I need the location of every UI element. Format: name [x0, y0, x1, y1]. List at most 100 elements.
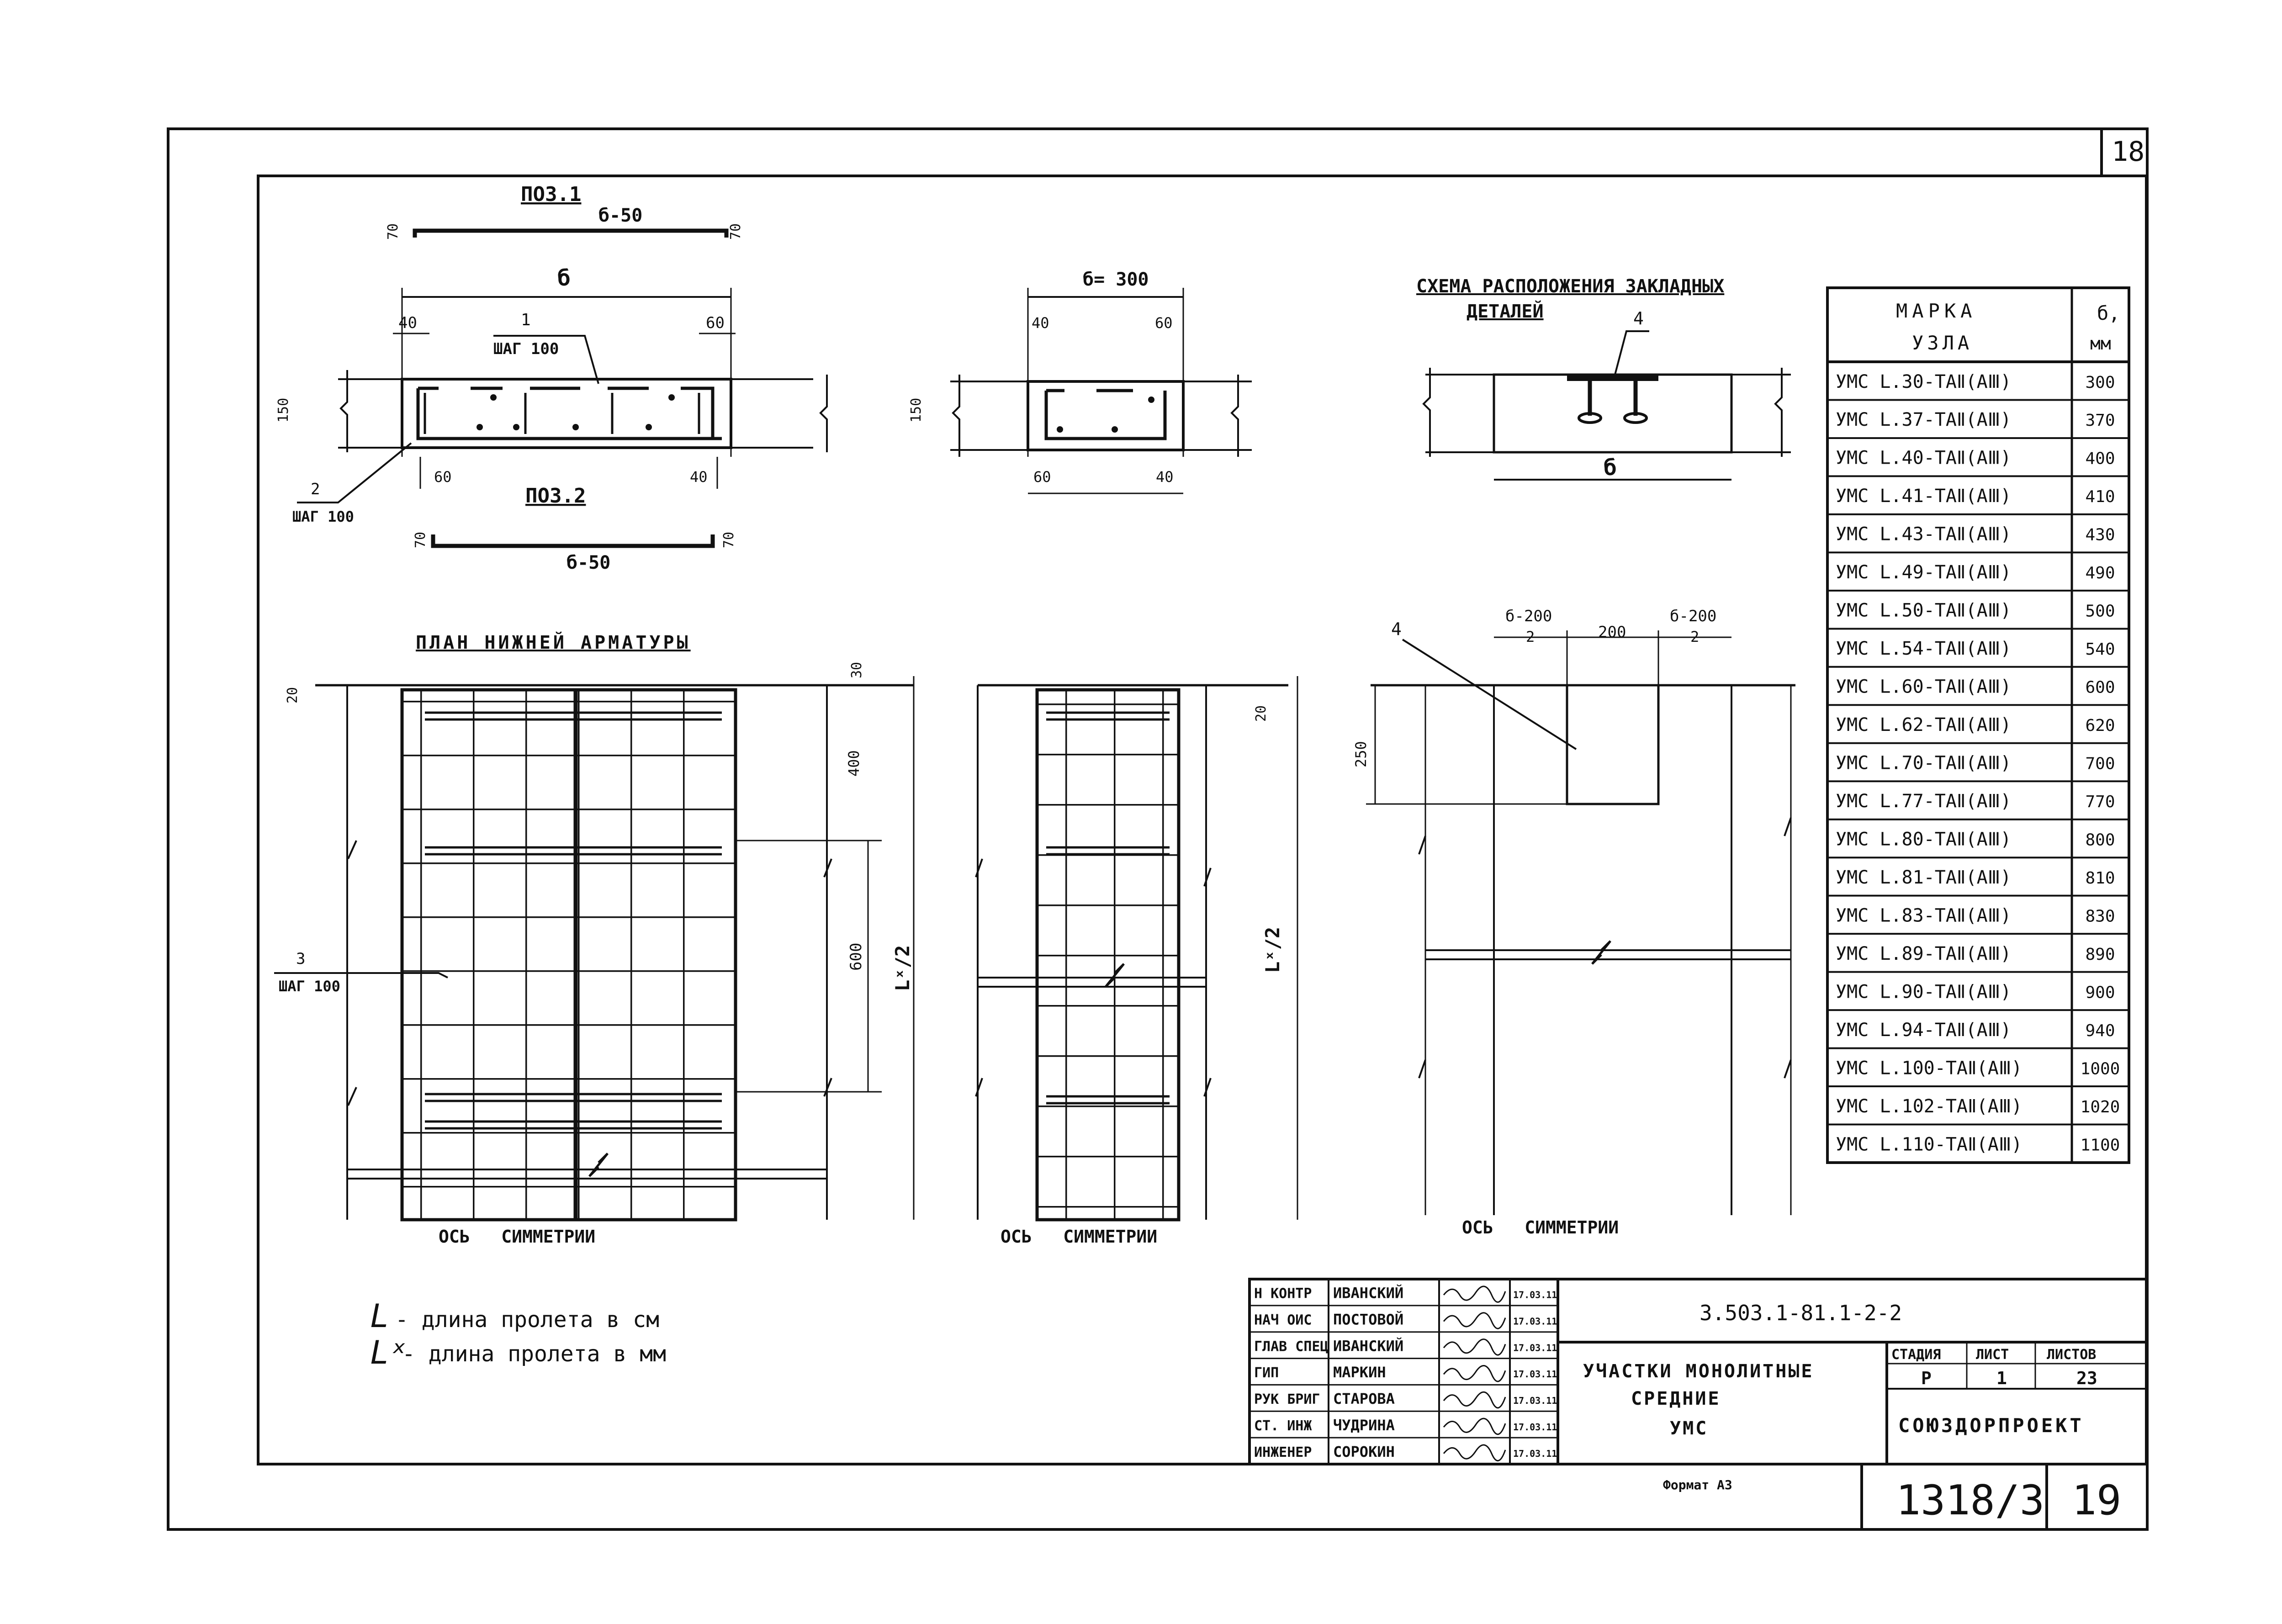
b-header-line1: б, — [2097, 302, 2120, 324]
section-b: б 40 60 150 1 ШАГ 100 2 ШАГ 100 60 — [275, 265, 828, 525]
signature-date: 17.03.11 — [1513, 1316, 1557, 1327]
marks-row-mark: УМС L.60-TAⅡ(AⅢ) — [1836, 677, 2011, 698]
note-2-symbol: Lˣ — [370, 1334, 408, 1371]
b-header-line2: мм — [2090, 333, 2111, 354]
marks-row-b: 430 — [2085, 526, 2115, 545]
section-300: б= 300 40 60 150 60 40 — [908, 269, 1252, 494]
section-300-width: б= 300 — [1083, 269, 1149, 290]
signature-name: МАРКИН — [1333, 1364, 1386, 1381]
signature-name: СТАРОВА — [1333, 1390, 1395, 1407]
narrow-plan-axis: ОСЬ СИММЕТРИИ — [1001, 1227, 1157, 1247]
section-b-bottom-right: 40 — [690, 468, 708, 486]
marks-row-b: 700 — [2085, 755, 2115, 773]
marks-row-b: 490 — [2085, 564, 2115, 582]
doc-title-3: УМС — [1670, 1418, 1708, 1439]
marks-row-mark: УМС L.90-TAⅡ(AⅢ) — [1836, 981, 2011, 1002]
note-1-text: - длина пролета в см — [395, 1307, 659, 1333]
marks-row-b: 800 — [2085, 831, 2115, 849]
doc-title-2: СРЕДНИЕ — [1631, 1388, 1721, 1409]
organization: СОЮЗДОРПРОЕКТ — [1898, 1414, 2084, 1437]
section-b-width: б — [557, 265, 571, 291]
pos1-label: ПОЗ.1 — [521, 183, 581, 206]
section-b-callout-2: 2 — [311, 480, 320, 498]
pos1-hook-left: 70 — [385, 223, 401, 240]
marks-row-b: 300 — [2085, 373, 2115, 392]
lower-plan-title: ПЛАН НИЖНЕЙ АРМАТУРЫ — [416, 631, 691, 653]
handwritten-signature — [1443, 1444, 1506, 1462]
pos2-hook-right: 70 — [721, 532, 737, 548]
marks-row-mark: УМС L.49-TAⅡ(AⅢ) — [1836, 562, 2011, 583]
signature-date: 17.03.11 — [1513, 1422, 1557, 1433]
embedded-plan-axis: ОСЬ СИММЕТРИИ — [1462, 1217, 1619, 1238]
signature-name: ИВАНСКИЙ — [1333, 1285, 1403, 1302]
lower-plan-callout-3: 3 — [296, 950, 305, 968]
marks-row-mark: УМС L.40-TAⅡ(AⅢ) — [1836, 448, 2011, 469]
marks-row-b: 900 — [2085, 983, 2115, 1002]
marks-row-b: 370 — [2085, 411, 2115, 430]
marks-row-b: 1100 — [2081, 1136, 2120, 1154]
section-300-left-cover: 40 — [1032, 314, 1049, 332]
handwritten-signature — [1443, 1418, 1506, 1435]
signature-role: ИНЖЕНЕР — [1254, 1444, 1312, 1460]
marks-row-b: 540 — [2085, 640, 2115, 659]
format-label: Формат А3 — [1663, 1477, 1732, 1492]
pos1-hook-right: 70 — [728, 223, 744, 240]
page-number: 19 — [2072, 1476, 2121, 1524]
signature-date: 17.03.11 — [1513, 1342, 1557, 1353]
signature-role: НАЧ ОИС — [1254, 1312, 1312, 1328]
marks-header-line1: МАРКА — [1896, 300, 1976, 322]
marks-row-mark: УМС L.77-TAⅡ(AⅢ) — [1836, 791, 2011, 812]
narrow-plan-dim-20: 20 — [1253, 705, 1269, 722]
signature-name: СОРОКИН — [1333, 1443, 1395, 1460]
embedded-scheme-title-2: ДЕТАЛЕЙ — [1467, 300, 1544, 322]
doc-code: 3.503.1-81.1-2-2 — [1700, 1301, 1902, 1325]
handwritten-signature — [1443, 1285, 1506, 1303]
lower-plan-dim-20: 20 — [285, 687, 301, 704]
marks-row-mark: УМС L.94-TAⅡ(AⅢ) — [1836, 1020, 2011, 1041]
pos1-group: ПОЗ.1 б-50 70 70 — [385, 183, 744, 240]
section-b-left-cover: 40 — [398, 314, 417, 332]
pos2-group: ПОЗ.2 б-50 70 70 — [413, 484, 737, 573]
section-b-callout-2-step: ШАГ 100 — [292, 508, 354, 525]
lower-plan-dim-30: 30 — [849, 662, 865, 678]
embedded-plan-dim-right-den: 2 — [1690, 628, 1699, 645]
handwritten-signature — [1443, 1391, 1506, 1409]
marks-row-b: 400 — [2085, 450, 2115, 468]
marks-row-b: 500 — [2085, 602, 2115, 621]
doc-title-1: УЧАСТКИ МОНОЛИТНЫЕ — [1583, 1361, 1814, 1382]
embedded-plan-dim-left: б-200 — [1505, 607, 1552, 625]
marks-row-b: 770 — [2085, 793, 2115, 811]
section-b-bottom-left: 60 — [434, 468, 452, 486]
note-2-text: - длина пролета в мм — [402, 1341, 666, 1367]
marks-header-line2: УЗЛА — [1912, 332, 1973, 354]
embedded-plan-dim-right: б-200 — [1670, 607, 1716, 625]
section-b-height: 150 — [275, 398, 291, 423]
narrow-plan-half-span: Lˣ/2 — [1261, 927, 1284, 973]
marks-row-mark: УМС L.80-TAⅡ(AⅢ) — [1836, 829, 2011, 850]
marks-row-b: 620 — [2085, 716, 2115, 735]
lower-plan-dim-400: 400 — [845, 750, 863, 777]
signature-role: РУК БРИГ — [1254, 1391, 1320, 1407]
signature-name: ИВАНСКИЙ — [1333, 1337, 1403, 1354]
marks-row-b: 1020 — [2081, 1098, 2120, 1116]
marks-row-b: 940 — [2085, 1021, 2115, 1040]
marks-row-b: 830 — [2085, 907, 2115, 926]
marks-row-b: 890 — [2085, 945, 2115, 964]
lower-plan-callout-3-step: ШАГ 100 — [279, 978, 340, 995]
signature-date: 17.03.11 — [1513, 1395, 1557, 1406]
marks-row-mark: УМС L.54-TAⅡ(AⅢ) — [1836, 638, 2011, 659]
marks-row-mark: УМС L.102-TAⅡ(AⅢ) — [1836, 1096, 2023, 1117]
embedded-scheme-callout: 4 — [1633, 308, 1644, 328]
embedded-plan-dim-mid: 200 — [1598, 623, 1626, 641]
section-300-bottom-right: 40 — [1156, 468, 1174, 486]
embedded-scheme: СХЕМА РАСПОЛОЖЕНИЯ ЗАКЛАДНЫХ ДЕТАЛЕЙ 4 б — [1416, 276, 1791, 481]
embedded-plan: б-200 2 200 б-200 2 250 4 ОСЬ СИММЕТРИИ — [1352, 607, 1795, 1238]
sheets-header: ЛИСТОВ — [2047, 1347, 2096, 1363]
sheets-value: 23 — [2076, 1368, 2097, 1388]
marks-row-b: 1000 — [2081, 1059, 2120, 1078]
pos2-dim: б-50 — [567, 552, 610, 573]
section-b-callout-1: 1 — [521, 311, 531, 329]
